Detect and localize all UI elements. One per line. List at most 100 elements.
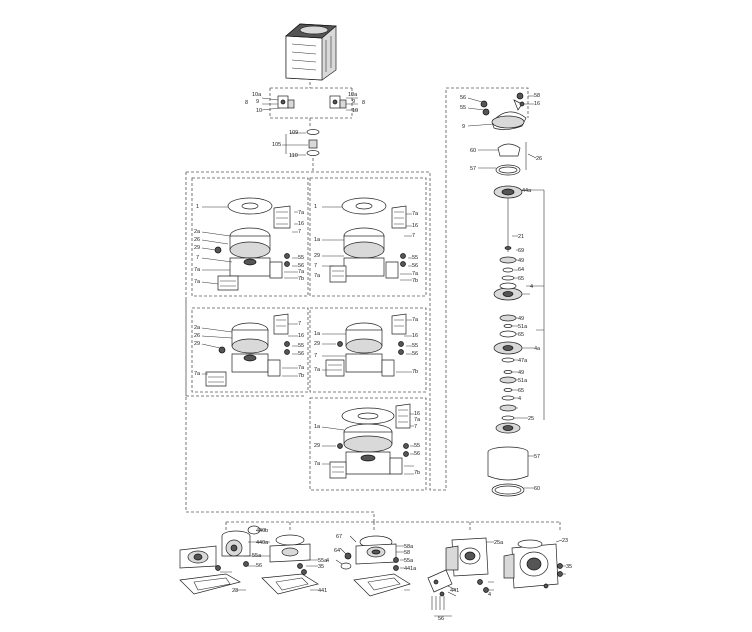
svg-text:7: 7: [298, 229, 301, 235]
svg-text:441a: 441a: [404, 566, 417, 572]
svg-text:16: 16: [298, 333, 304, 339]
svg-text:4a: 4a: [534, 346, 541, 352]
svg-text:7b: 7b: [414, 470, 420, 476]
svg-text:55: 55: [298, 343, 304, 349]
svg-text:440b: 440b: [256, 528, 268, 534]
svg-text:16: 16: [414, 411, 420, 417]
svg-text:25a: 25a: [494, 540, 504, 546]
svg-text:441: 441: [318, 588, 327, 594]
svg-text:10: 10: [256, 108, 262, 114]
svg-text:65: 65: [518, 276, 524, 282]
svg-text:56: 56: [412, 351, 418, 357]
svg-text:55a: 55a: [318, 558, 328, 564]
svg-text:7a: 7a: [194, 371, 201, 377]
svg-text:16: 16: [412, 223, 418, 229]
svg-text:35: 35: [566, 564, 572, 570]
svg-text:7: 7: [314, 263, 317, 269]
svg-text:29: 29: [314, 443, 320, 449]
svg-text:1a: 1a: [314, 424, 321, 430]
svg-text:64: 64: [334, 548, 340, 554]
svg-text:55: 55: [412, 255, 418, 261]
svg-text:23: 23: [562, 538, 568, 544]
svg-text:35: 35: [318, 564, 324, 570]
svg-text:9: 9: [256, 99, 259, 105]
svg-text:29: 29: [314, 253, 320, 259]
svg-text:7a: 7a: [314, 367, 321, 373]
svg-text:9: 9: [462, 124, 465, 130]
svg-text:7a: 7a: [298, 210, 305, 216]
svg-text:49: 49: [518, 316, 524, 322]
bottom-housing-1: 440b 440a 55a 56 23: [179, 525, 270, 595]
svg-text:4: 4: [326, 558, 329, 564]
svg-text:105: 105: [272, 142, 281, 148]
svg-text:7a: 7a: [298, 269, 305, 275]
pump-body-panel-e: 1a 29 16 7a 7 55 56 7a 7b: [314, 403, 421, 479]
svg-text:65: 65: [518, 332, 524, 338]
svg-text:29: 29: [314, 341, 320, 347]
svg-text:21: 21: [518, 234, 524, 240]
svg-text:7: 7: [314, 353, 317, 359]
bottom-housing-2: 55a 35 441: [261, 534, 328, 595]
svg-text:55: 55: [414, 443, 420, 449]
svg-text:441: 441: [450, 588, 459, 594]
pump-body-panel-c: 2a 26 29 16 7 7a 55 56 7a 7b: [194, 313, 305, 387]
svg-text:65: 65: [518, 388, 524, 394]
bottom-housing-5: 23 35: [503, 538, 572, 589]
svg-text:7: 7: [414, 424, 417, 430]
svg-text:16: 16: [412, 333, 418, 339]
svg-text:56: 56: [414, 451, 420, 457]
svg-text:4: 4: [518, 396, 521, 402]
svg-text:56: 56: [460, 95, 466, 101]
svg-text:67: 67: [336, 534, 342, 540]
column-labels: 60 57 26 44a 21 69 49 64 65 4 49 51a 65 …: [470, 148, 542, 492]
svg-text:56: 56: [412, 263, 418, 269]
svg-text:56: 56: [438, 616, 444, 622]
svg-text:7a: 7a: [412, 317, 419, 323]
svg-text:7a: 7a: [414, 417, 421, 423]
svg-text:26: 26: [536, 156, 542, 162]
svg-text:8: 8: [245, 100, 248, 106]
svg-text:49: 49: [518, 370, 524, 376]
svg-text:7b: 7b: [412, 278, 418, 284]
pump-head-top: 56 55 58 9 16: [460, 92, 540, 130]
svg-text:10a: 10a: [348, 92, 358, 98]
svg-text:7: 7: [412, 233, 415, 239]
svg-text:26: 26: [194, 237, 200, 243]
motor-labels: 10a 9 10 10a 9 10 8 8: [245, 92, 365, 114]
svg-text:7a: 7a: [194, 267, 201, 273]
svg-text:25: 25: [528, 416, 534, 422]
svg-text:1: 1: [196, 204, 199, 210]
svg-text:1a: 1a: [314, 237, 321, 243]
svg-text:55a: 55a: [404, 558, 414, 564]
svg-text:26: 26: [194, 333, 200, 339]
svg-text:16: 16: [534, 101, 540, 107]
svg-text:10: 10: [352, 108, 358, 114]
svg-text:64: 64: [518, 267, 524, 273]
svg-text:7a: 7a: [314, 461, 321, 467]
pump-body-panel-a: 1 7a 16 7 2a 26 29 7 7a 55 56 7a 7a 7b: [194, 197, 305, 291]
svg-text:109: 109: [289, 130, 298, 136]
svg-text:58: 58: [534, 93, 540, 99]
svg-text:29: 29: [194, 341, 200, 347]
svg-text:23: 23: [232, 588, 238, 594]
svg-text:7: 7: [298, 321, 301, 327]
motor-assembly: [285, 23, 337, 81]
svg-text:7: 7: [196, 255, 199, 261]
svg-text:69: 69: [518, 248, 524, 254]
svg-text:56: 56: [256, 563, 262, 569]
svg-text:1: 1: [314, 204, 317, 210]
svg-text:8: 8: [362, 100, 365, 106]
svg-text:49: 49: [518, 258, 524, 264]
svg-text:55a: 55a: [252, 553, 262, 559]
svg-text:2a: 2a: [194, 229, 201, 235]
svg-text:47a: 47a: [518, 358, 528, 364]
svg-text:57: 57: [470, 166, 476, 172]
svg-text:440a: 440a: [256, 540, 269, 546]
svg-text:7a: 7a: [412, 211, 419, 217]
svg-text:60: 60: [470, 148, 476, 154]
svg-text:7b: 7b: [298, 373, 304, 379]
bottom-housing-4: 441 56 4 25a: [427, 537, 504, 622]
svg-text:58: 58: [404, 550, 410, 556]
pump-body-panel-d: 7a 1a 29 16 7 55 56 7a 7b: [314, 313, 419, 377]
svg-text:4: 4: [488, 592, 491, 598]
